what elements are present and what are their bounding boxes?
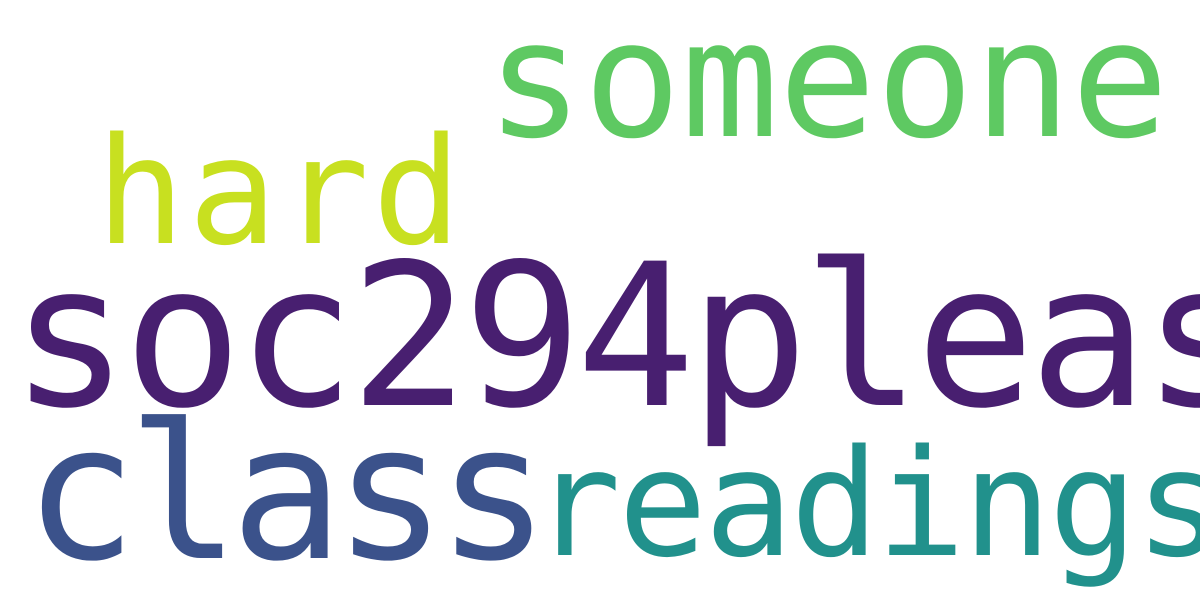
word-readings: readings	[532, 418, 1200, 590]
word-soc294please: soc294please	[10, 221, 1200, 452]
word-class: class	[24, 384, 550, 600]
word-someone: someone	[486, 0, 1169, 175]
word-hard: hard	[96, 106, 465, 278]
